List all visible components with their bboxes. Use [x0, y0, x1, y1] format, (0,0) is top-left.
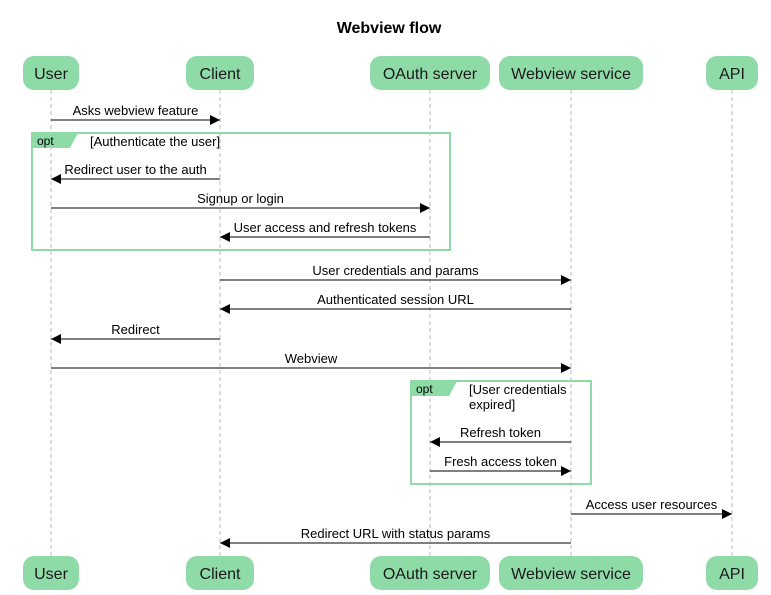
fragment-operator: opt	[416, 382, 433, 396]
message-label: User credentials and params	[312, 263, 479, 278]
fragment-operator: opt	[37, 134, 54, 148]
participant-label: User	[34, 66, 68, 83]
message-arrow: Access user resources	[571, 497, 732, 519]
message-arrow: Redirect	[51, 322, 220, 344]
participants-top: User Client OAuth server Webview service API	[23, 56, 758, 90]
message-arrow: Fresh access token	[430, 454, 571, 476]
participant-api-top: API	[706, 56, 758, 90]
message-arrow: Redirect URL with status params	[220, 526, 571, 548]
message-label: Redirect user to the auth	[64, 162, 206, 177]
diagram-title: Webview flow	[337, 20, 442, 37]
message-label: Access user resources	[586, 497, 718, 512]
participant-box	[499, 56, 643, 90]
participant-label: API	[719, 66, 745, 83]
participant-label: Client	[200, 566, 241, 583]
fragment-condition: [Authenticate the user]	[90, 134, 220, 149]
participant-box	[370, 556, 490, 590]
participant-box	[370, 56, 490, 90]
message-label: Refresh token	[460, 425, 541, 440]
message-arrow: Asks webview feature	[51, 103, 220, 125]
participant-box	[706, 56, 758, 90]
participant-label: User	[34, 566, 68, 583]
participant-label: Client	[200, 66, 241, 83]
participant-client-bottom: Client	[186, 556, 254, 590]
message-label: Webview	[285, 351, 338, 366]
message-label: Redirect	[111, 322, 160, 337]
lifelines	[50, 90, 733, 556]
participant-webview-bottom: Webview service	[499, 556, 643, 590]
participant-webview-top: Webview service	[499, 56, 643, 90]
fragment-frame	[31, 132, 451, 251]
fragment-tab	[32, 133, 78, 148]
fragment-frame	[410, 380, 592, 485]
fragment-condition: expired]	[469, 397, 515, 412]
participant-box	[499, 556, 643, 590]
message-arrow: Signup or login	[51, 191, 430, 213]
participant-label: OAuth server	[383, 66, 478, 83]
participant-user-bottom: User	[23, 556, 79, 590]
message-arrow: Webview	[51, 351, 571, 373]
message-arrow: Refresh token	[430, 425, 571, 447]
participant-api-bottom: API	[706, 556, 758, 590]
message-label: Redirect URL with status params	[301, 526, 491, 541]
message-label: Signup or login	[197, 191, 284, 206]
fragment-tab	[411, 381, 457, 396]
participant-label: Webview service	[511, 566, 631, 583]
fragments: opt [Authenticate the user] opt [User crede…	[31, 132, 592, 485]
participant-box	[186, 556, 254, 590]
message-label: User access and refresh tokens	[234, 220, 417, 235]
participant-oauth-top: OAuth server	[370, 56, 490, 90]
participants-bottom: User Client OAuth server Webview service API	[23, 556, 758, 590]
participant-label: OAuth server	[383, 566, 478, 583]
message-label: Asks webview feature	[73, 103, 199, 118]
participant-box	[186, 56, 254, 90]
participant-box	[23, 56, 79, 90]
message-label: Fresh access token	[444, 454, 557, 469]
fragment-condition: [User credentials	[469, 382, 567, 397]
message-label: Authenticated session URL	[317, 292, 474, 307]
participant-box	[706, 556, 758, 590]
participant-box	[23, 556, 79, 590]
participant-label: API	[719, 566, 745, 583]
participant-user-top: User	[23, 56, 79, 90]
participant-client-top: Client	[186, 56, 254, 90]
fragment-opt: opt [Authenticate the user]	[31, 132, 451, 251]
participant-label: Webview service	[511, 66, 631, 83]
message-arrow: User credentials and params	[220, 263, 571, 285]
participant-oauth-bottom: OAuth server	[370, 556, 490, 590]
message-arrow: Redirect user to the auth	[51, 162, 220, 184]
message-arrow: User access and refresh tokens	[220, 220, 430, 242]
message-arrow: Authenticated session URL	[220, 292, 571, 314]
